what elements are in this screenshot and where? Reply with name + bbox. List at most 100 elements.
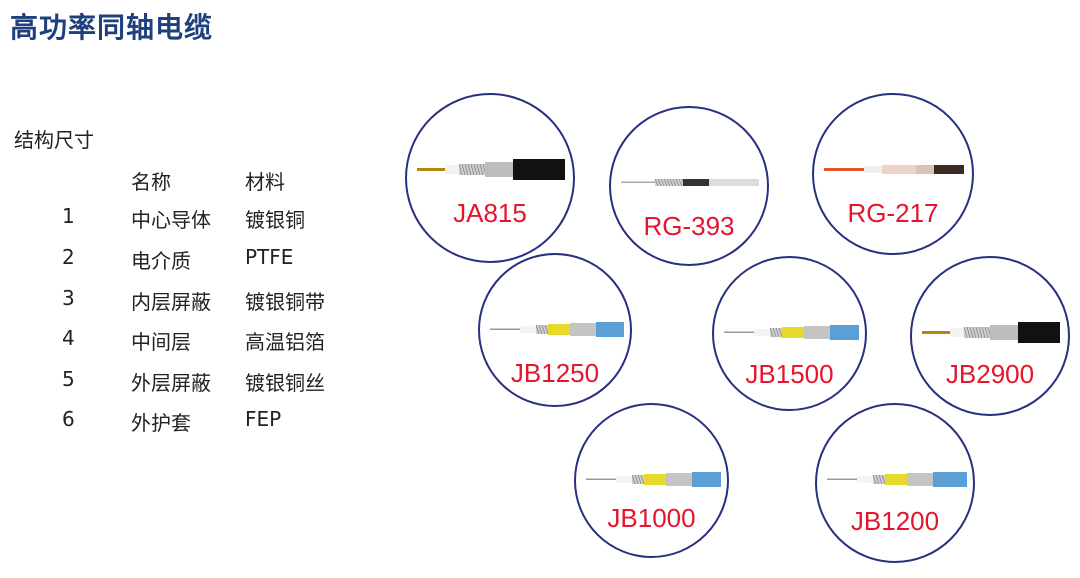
cable-image xyxy=(417,159,565,180)
cable-image xyxy=(827,472,967,487)
braid-strand xyxy=(778,327,783,338)
cable-outer-braid xyxy=(666,473,692,486)
cable-shield xyxy=(990,325,1018,340)
braid-strand xyxy=(663,178,668,187)
braid-strand xyxy=(666,178,671,187)
cable-jacket xyxy=(513,159,565,180)
braid-strand xyxy=(966,326,971,339)
row-number: 5 xyxy=(62,367,75,391)
cable-dielectric xyxy=(857,476,873,483)
cable-label: JB2900 xyxy=(945,359,1035,389)
cable-conductor xyxy=(724,331,754,333)
braid-strand xyxy=(769,327,774,338)
braid-strand xyxy=(975,326,980,339)
braid-strand xyxy=(544,324,549,335)
braid-strand xyxy=(464,163,469,176)
braid-strand xyxy=(538,324,543,335)
cable-label: JB1250 xyxy=(510,358,600,388)
section-title: 结构尺寸 xyxy=(14,128,94,152)
cable-dielectric xyxy=(950,328,964,337)
cable-outer-braid xyxy=(804,326,830,339)
cable-foil-tape xyxy=(782,327,804,338)
cable-conductor xyxy=(586,478,616,480)
braid-strand xyxy=(875,474,880,485)
braid-strand xyxy=(675,178,680,187)
cable-circle-jb2900: JB2900 xyxy=(910,256,1070,416)
row-number: 3 xyxy=(62,286,75,310)
braid-strand xyxy=(881,474,886,485)
cable-label: RG-217 xyxy=(847,198,939,228)
cable-braid xyxy=(632,475,644,484)
row-name: 中间层 xyxy=(131,330,191,354)
cable-conductor xyxy=(417,168,445,171)
row-material: 镀银铜 xyxy=(245,208,305,232)
row-material: 镀银铜丝 xyxy=(245,371,325,395)
braid-strand xyxy=(654,178,659,187)
cable-foil-tape xyxy=(548,324,570,335)
cable-label: RG-393 xyxy=(643,211,735,241)
column-header-material: 材料 xyxy=(245,170,285,194)
cable-foil-tape xyxy=(644,474,666,485)
table-row: 4 中间层 高温铝箔 xyxy=(0,326,420,360)
row-number: 2 xyxy=(62,245,75,269)
braid-strand xyxy=(678,178,683,187)
cable-outer-braid xyxy=(570,323,596,336)
cable-braid xyxy=(459,164,485,175)
cable-conductor xyxy=(490,328,520,330)
braid-strand xyxy=(467,163,472,176)
cable-image xyxy=(621,178,759,187)
braid-strand xyxy=(631,474,636,485)
cable-braid xyxy=(655,179,683,186)
cable-circle-rg393: RG-393 xyxy=(609,106,769,266)
braid-strand xyxy=(672,178,677,187)
row-name: 外层屏蔽 xyxy=(131,371,211,395)
braid-strand xyxy=(969,326,974,339)
cable-jacket xyxy=(830,325,859,340)
cable-label: JB1200 xyxy=(850,506,940,536)
cable-braid xyxy=(873,475,885,484)
cable-shield xyxy=(485,162,513,177)
braid-strand xyxy=(981,326,986,339)
cable-circle-jb1000: JB1000 xyxy=(574,403,729,558)
braid-strand xyxy=(461,163,466,176)
table-row: 5 外层屏蔽 镀银铜丝 xyxy=(0,367,420,401)
braid-strand xyxy=(458,163,463,176)
row-name: 中心导体 xyxy=(131,208,211,232)
braid-strand xyxy=(772,327,777,338)
braid-strand xyxy=(775,327,780,338)
braid-strand xyxy=(878,474,883,485)
braid-strand xyxy=(963,326,968,339)
braid-strand xyxy=(476,163,481,176)
braid-strand xyxy=(657,178,662,187)
cable-outer-braid xyxy=(907,473,933,486)
cable-jacket xyxy=(692,472,721,487)
cable-circle-rg217: RG-217 xyxy=(812,93,974,255)
cable-conductor xyxy=(922,331,950,334)
cable-conductor xyxy=(621,181,655,183)
cable-jacket xyxy=(933,472,967,487)
cable-braid xyxy=(536,325,548,334)
braid-strand xyxy=(634,474,639,485)
table-row: 2 电介质 PTFE xyxy=(0,245,420,279)
row-name: 内层屏蔽 xyxy=(131,290,211,314)
cable-braid xyxy=(964,327,990,338)
cable-dielectric xyxy=(754,329,770,336)
cable-circle-jb1500: JB1500 xyxy=(712,256,867,411)
cable-jacket xyxy=(596,322,624,337)
braid-strand xyxy=(637,474,642,485)
cable-circle-jb1250: JB1250 xyxy=(478,253,632,407)
page-title: 高功率同轴电缆 xyxy=(10,11,214,44)
cable-image xyxy=(490,322,624,337)
cable-label: JA815 xyxy=(453,198,527,228)
cable-jacket xyxy=(709,179,759,186)
row-material: FEP xyxy=(245,407,282,431)
cable-image xyxy=(824,165,964,174)
cable-label: JB1500 xyxy=(745,359,834,389)
braid-strand xyxy=(872,474,877,485)
cable-dielectric xyxy=(864,166,882,173)
table-row: 3 内层屏蔽 镀银铜带 xyxy=(0,286,420,320)
cable-image xyxy=(922,322,1060,343)
braid-strand xyxy=(535,324,540,335)
row-material: 镀银铜带 xyxy=(245,290,325,314)
table-row: 6 外护套 FEP xyxy=(0,407,420,441)
